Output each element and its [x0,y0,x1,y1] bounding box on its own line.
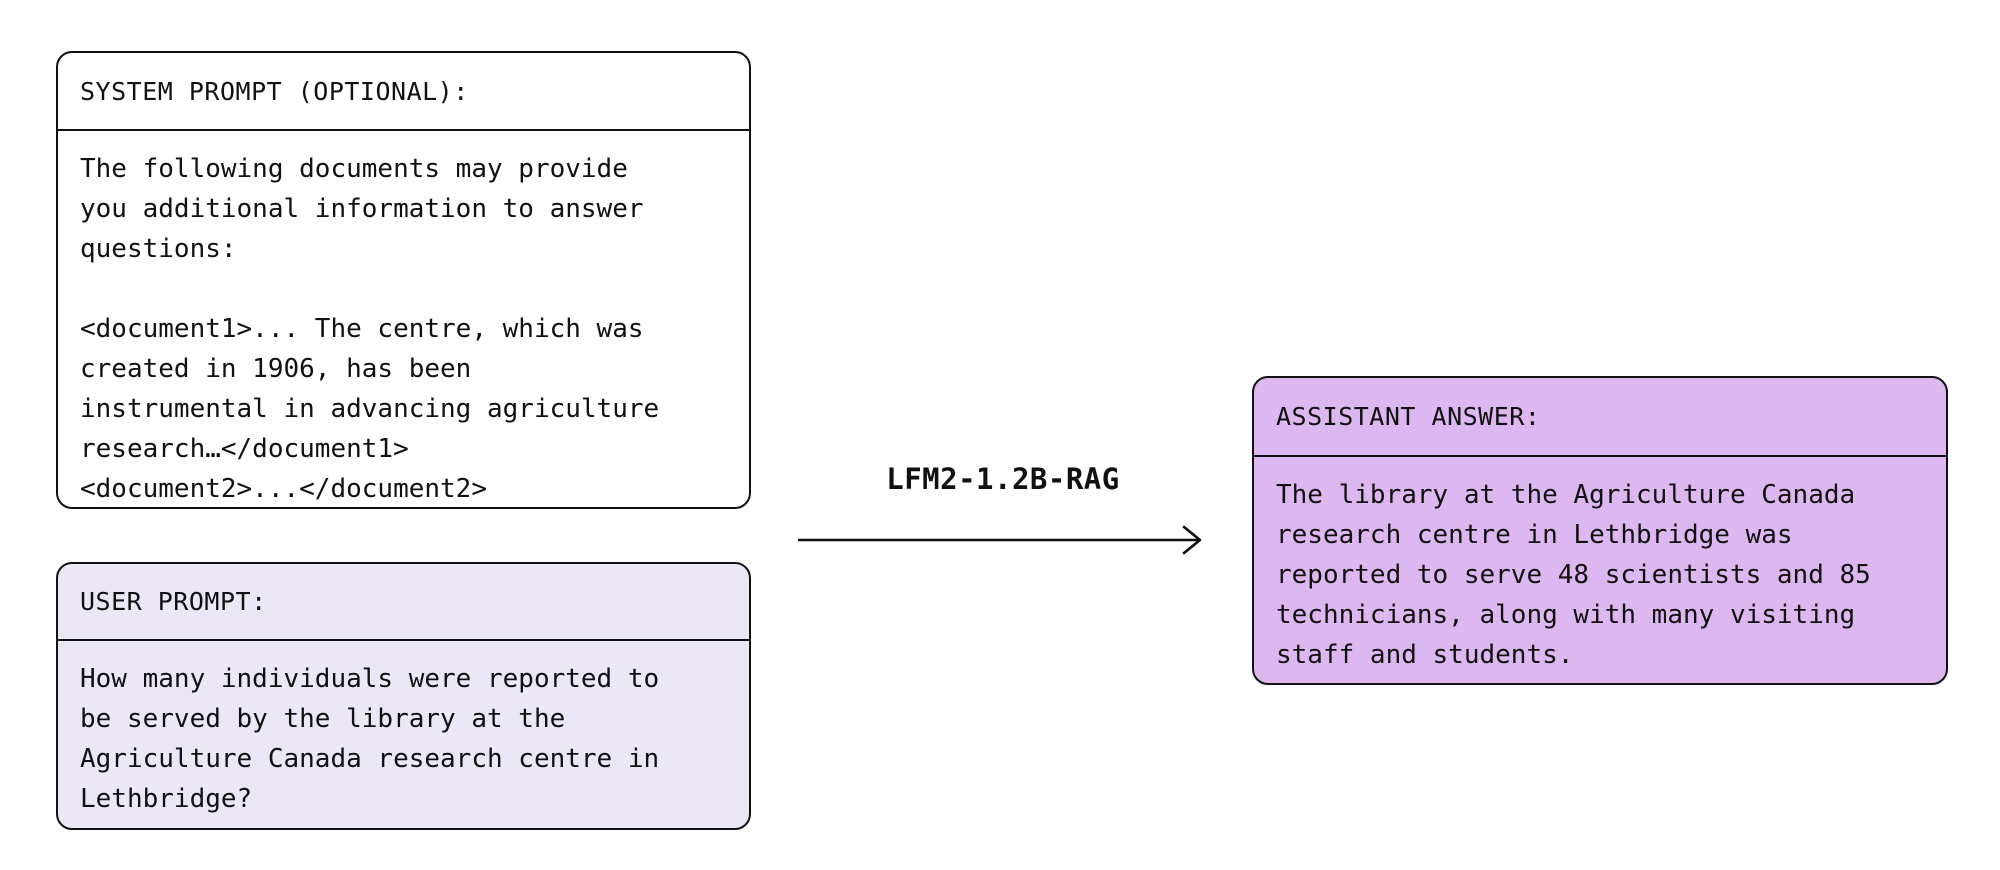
system-prompt-text: The following documents may provide you … [80,154,660,504]
system-prompt-title: SYSTEM PROMPT (OPTIONAL): [80,76,469,106]
user-prompt-title: USER PROMPT: [80,587,267,616]
assistant-answer-box: ASSISTANT ANSWER: The library at the Agr… [1252,376,1948,685]
assistant-answer-header: ASSISTANT ANSWER: [1254,378,1946,457]
system-prompt-header: SYSTEM PROMPT (OPTIONAL): [58,53,749,131]
user-prompt-header: USER PROMPT: [58,564,749,641]
assistant-answer-title: ASSISTANT ANSWER: [1276,402,1541,431]
right-arrow-icon [798,525,1202,555]
user-prompt-text: How many individuals were reported to be… [80,664,660,814]
system-prompt-box: SYSTEM PROMPT (OPTIONAL): The following … [56,51,751,509]
assistant-answer-text: The library at the Agriculture Canada re… [1276,480,1871,670]
model-name-label: LFM2-1.2B-RAG [886,462,1120,496]
user-prompt-box: USER PROMPT: How many individuals were r… [56,562,751,830]
model-flow-arrow-group: LFM2-1.2B-RAG [796,462,1210,562]
